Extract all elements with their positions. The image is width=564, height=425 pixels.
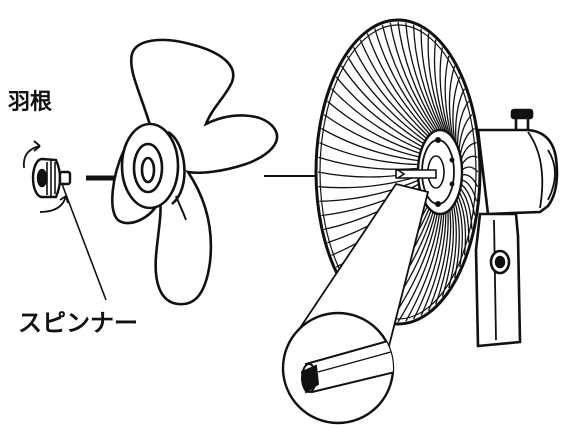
guard-spoke [397, 209, 441, 323]
guard-spoke [435, 205, 452, 305]
rotation-arrow-icon [22, 140, 69, 213]
guard-spoke [359, 39, 432, 139]
guard-spoke [346, 55, 428, 144]
guard-spoke [427, 33, 449, 138]
guard-spoke [448, 201, 457, 289]
fan-blade [111, 38, 279, 306]
spinner-knob [31, 157, 72, 199]
motor-shaft [395, 169, 437, 179]
guard-spoke [319, 178, 421, 202]
guard-spoke [318, 156, 421, 170]
guard-spoke [412, 24, 445, 135]
motor-housing [474, 108, 559, 348]
guard-spoke [397, 21, 441, 135]
guard-spoke [420, 208, 447, 316]
guard-spoke [374, 28, 435, 137]
guard-hub [416, 128, 464, 216]
blade-label: 羽根 [8, 90, 53, 115]
guard-spoke [321, 127, 421, 162]
guard-spoke [441, 203, 455, 297]
guard-spoke [381, 24, 437, 136]
guard-spoke [439, 47, 452, 141]
guard-spoke [331, 88, 424, 152]
guard-spoke [405, 209, 443, 322]
spinner-label: スピンナー [18, 309, 138, 337]
guard-spoke [323, 114, 422, 159]
guard-spoke [405, 22, 443, 135]
spinner-leader-line [61, 183, 107, 301]
guard-spoke [433, 39, 451, 139]
guard-spoke [366, 33, 433, 138]
guard-spoke [444, 55, 454, 143]
guard-spoke [340, 65, 427, 146]
guard-spoke [413, 209, 445, 320]
shaft-detail-magnifier [281, 182, 430, 425]
guard-spoke [420, 28, 447, 136]
guard-spoke [326, 100, 423, 155]
guard-spoke [319, 142, 421, 166]
guard-spoke [389, 22, 439, 135]
guard-spoke [335, 76, 425, 149]
guard-spoke [427, 207, 449, 311]
guard-spoke [353, 47, 430, 141]
